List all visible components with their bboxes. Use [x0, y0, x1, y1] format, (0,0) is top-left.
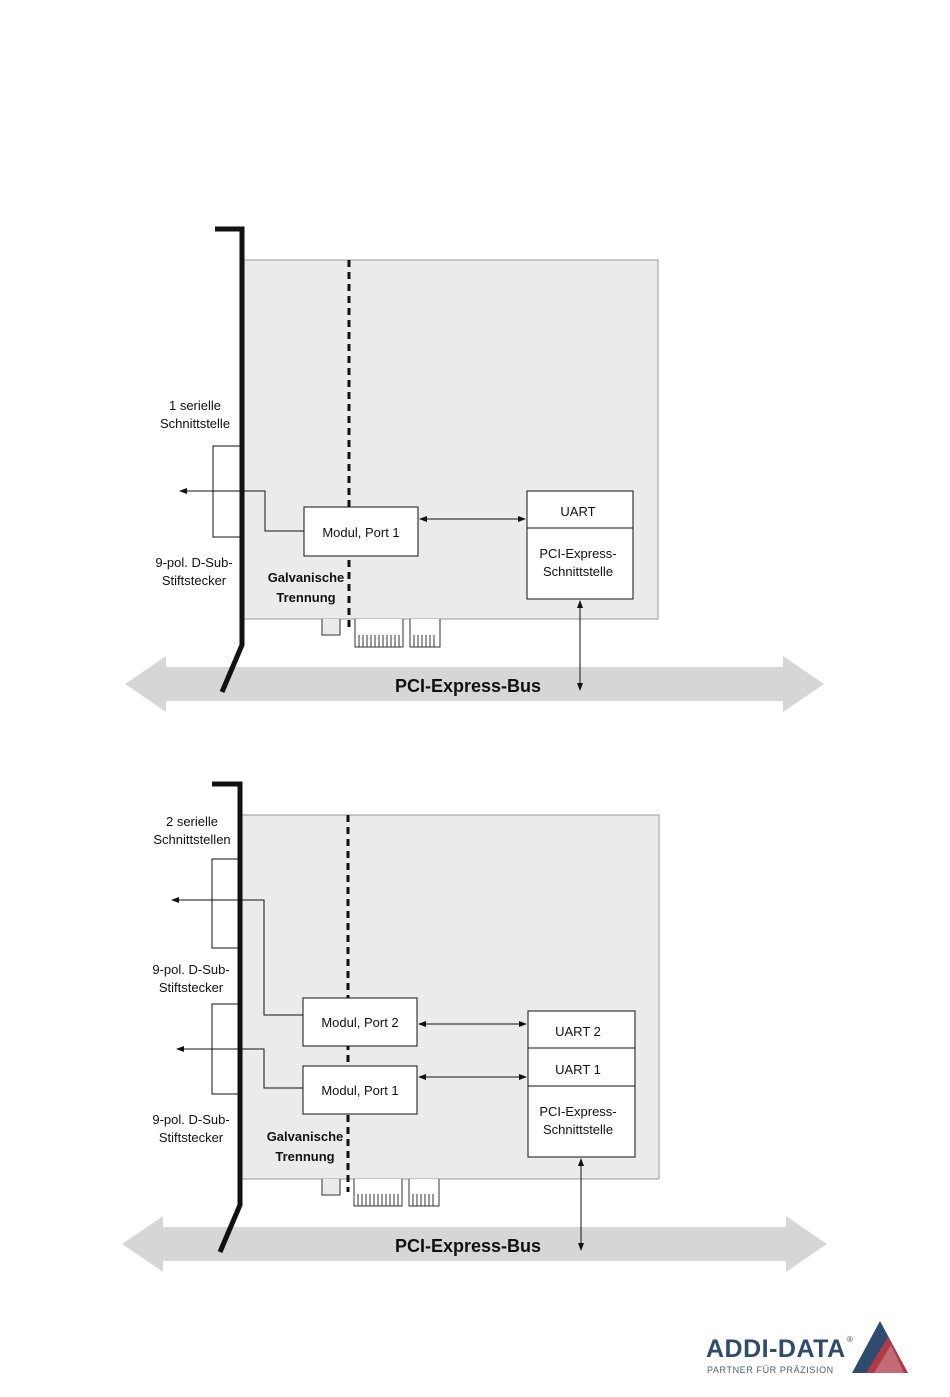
isolation-label-1: Galvanische — [267, 1129, 344, 1144]
connector1-label-1: 9-pol. D-Sub- — [152, 962, 229, 977]
slot-bracket — [212, 781, 243, 1253]
module-port1-label: Modul, Port 1 — [322, 525, 399, 540]
isolation-label-1: Galvanische — [268, 570, 345, 585]
uart1-label: UART 1 — [555, 1062, 601, 1077]
pcie-interface-label-2: Schnittstelle — [543, 1122, 613, 1137]
module-port1 — [302, 1065, 418, 1115]
slot-bracket — [215, 226, 245, 693]
module-port2 — [302, 997, 418, 1047]
isolation-label-2: Trennung — [275, 1149, 334, 1164]
pcie-interface-label-1: PCI-Express- — [539, 546, 616, 561]
connector1-label-2: Stiftstecker — [159, 980, 224, 995]
pcie-interface-label-1: PCI-Express- — [539, 1104, 616, 1119]
connector2-label-1: 9-pol. D-Sub- — [152, 1112, 229, 1127]
logo-name: ADDI-DATA — [706, 1335, 846, 1363]
dsub-connector-1 — [211, 858, 239, 949]
uart2-label: UART 2 — [555, 1024, 601, 1039]
module-port1-label: Modul, Port 1 — [321, 1083, 398, 1098]
uart-block — [527, 1010, 636, 1158]
logo-triangle-icon — [852, 1321, 908, 1373]
interface-label-1: 1 serielle — [169, 398, 221, 413]
uart-label: UART — [560, 504, 595, 519]
diagram-2: PCI-Express-Bus — [122, 781, 827, 1272]
uart-block — [526, 490, 634, 600]
signal-line-port1 — [176, 1046, 303, 1089]
diagram-1: PCI-Express-Bus Modu — [125, 226, 824, 712]
interface-label-1: 2 serielle — [166, 814, 218, 829]
pcie-bus-label: PCI-Express-Bus — [395, 1236, 541, 1256]
signal-line-port2 — [171, 897, 303, 1016]
interface-label-2: Schnittstelle — [160, 416, 230, 431]
logo-registered: ® — [847, 1335, 853, 1344]
interface-label-2: Schnittstellen — [153, 832, 230, 847]
pcie-bus-arrow — [125, 656, 824, 712]
isolation-label-2: Trennung — [276, 590, 335, 605]
pcie-bus-arrow — [122, 1216, 827, 1272]
module-port1 — [303, 506, 419, 557]
addi-data-logo: ADDI-DATA ® PARTNER FÜR PRÄZISION — [706, 1321, 908, 1375]
pcie-bus-label: PCI-Express-Bus — [395, 676, 541, 696]
module-port2-label: Modul, Port 2 — [321, 1015, 398, 1030]
connector-label-2: Stiftstecker — [162, 573, 227, 588]
logo-tagline: PARTNER FÜR PRÄZISION — [707, 1365, 834, 1375]
pcie-interface-label-2: Schnittstelle — [543, 564, 613, 579]
signal-line — [179, 488, 304, 532]
connector-label-1: 9-pol. D-Sub- — [155, 555, 232, 570]
connector2-label-2: Stiftstecker — [159, 1130, 224, 1145]
